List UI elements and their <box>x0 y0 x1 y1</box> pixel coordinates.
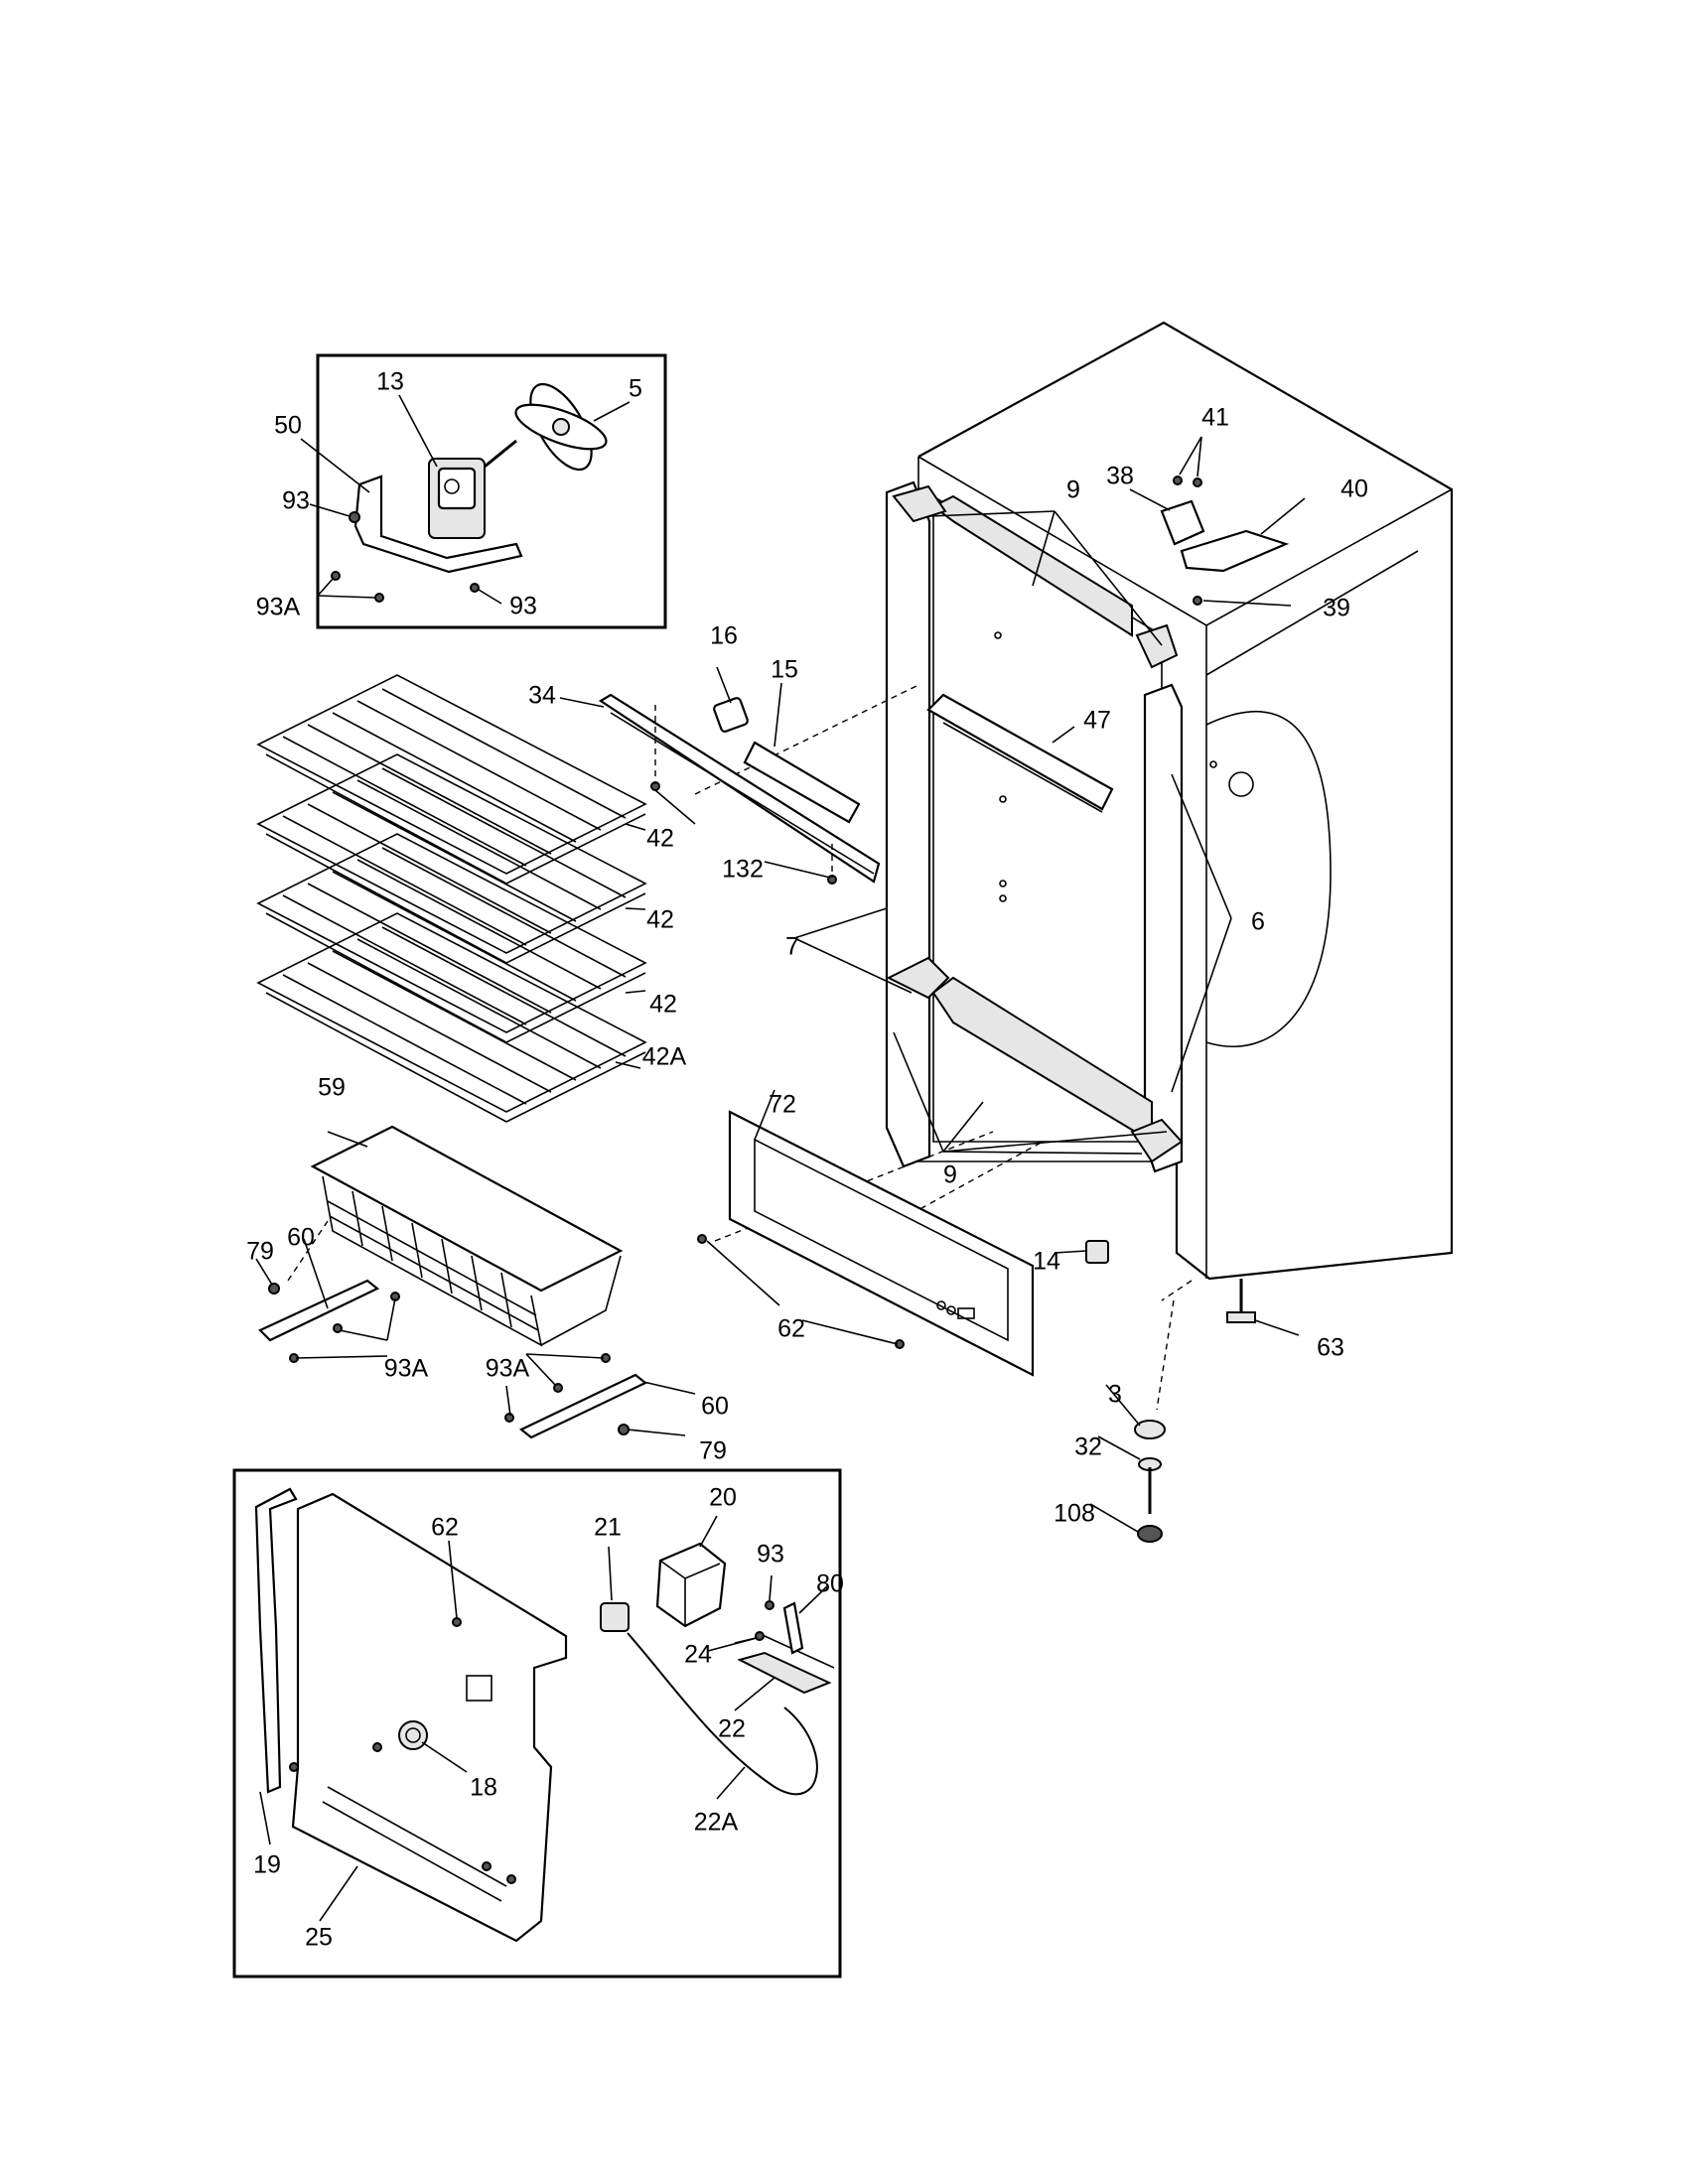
part-label-24: 24 <box>684 1641 712 1669</box>
part-label-6: 6 <box>1251 908 1265 936</box>
part-label-42: 42 <box>649 991 677 1019</box>
part-label-19: 19 <box>253 1851 281 1879</box>
part-label-80: 80 <box>816 1570 844 1598</box>
shelf-3 <box>256 833 647 1043</box>
part-label-16: 16 <box>710 622 738 650</box>
fan-motor-inset <box>300 353 667 629</box>
part-label-93: 93 <box>509 593 537 620</box>
part-label-79: 79 <box>699 1437 727 1465</box>
part-label-42: 42 <box>646 825 674 853</box>
part-label-63: 63 <box>1317 1334 1344 1362</box>
shelf-2 <box>256 753 647 964</box>
part-label-93a: 93A <box>486 1355 530 1383</box>
part-label-34: 34 <box>528 682 556 710</box>
part-label-93a: 93A <box>384 1355 429 1383</box>
basket <box>287 1125 624 1347</box>
shelf-1 <box>256 674 647 885</box>
part-label-39: 39 <box>1323 595 1350 622</box>
part-label-60: 60 <box>701 1393 729 1421</box>
part-label-22: 22 <box>718 1715 746 1743</box>
part-label-79: 79 <box>246 1238 274 1266</box>
wire-shelves <box>256 674 647 1123</box>
part-label-18: 18 <box>470 1774 497 1802</box>
part-label-20: 20 <box>709 1484 737 1512</box>
part-label-42: 42 <box>646 906 674 934</box>
part-label-40: 40 <box>1340 476 1368 503</box>
part-label-41: 41 <box>1201 404 1229 432</box>
part-label-72: 72 <box>769 1091 796 1119</box>
part-label-15: 15 <box>771 656 798 684</box>
shelf-4 <box>256 912 647 1123</box>
part-label-42a: 42A <box>642 1043 687 1071</box>
part-label-13: 13 <box>376 368 404 396</box>
part-label-93: 93 <box>282 487 310 515</box>
part-label-3: 3 <box>1108 1381 1122 1409</box>
part-label-50: 50 <box>274 412 302 440</box>
part-label-7: 7 <box>785 933 799 961</box>
part-label-9: 9 <box>943 1161 957 1189</box>
part-label-132: 132 <box>722 856 764 884</box>
part-label-25: 25 <box>305 1924 333 1952</box>
part-label-32: 32 <box>1074 1433 1102 1461</box>
part-label-62: 62 <box>431 1514 459 1542</box>
kickplate <box>697 1089 1035 1377</box>
part-label-93: 93 <box>757 1541 784 1569</box>
part-label-60: 60 <box>287 1224 315 1252</box>
part-label-93a: 93A <box>256 594 301 621</box>
part-label-9: 9 <box>1066 477 1080 504</box>
switch-and-levelers <box>1054 1240 1300 1543</box>
part-number-labels: 13 5 50 93 93A 93 41 9 38 40 39 16 15 34… <box>246 368 1368 1952</box>
part-label-21: 21 <box>594 1514 622 1542</box>
evaporator-parts <box>559 666 1075 885</box>
part-label-5: 5 <box>629 375 642 403</box>
part-label-47: 47 <box>1083 707 1111 735</box>
machine-compartment-inset <box>232 1468 842 1979</box>
part-label-62: 62 <box>777 1315 805 1343</box>
cabinet <box>694 321 1454 1411</box>
basket-slides <box>255 1238 696 1439</box>
part-label-59: 59 <box>318 1074 346 1102</box>
part-label-38: 38 <box>1106 463 1134 490</box>
part-label-22a: 22A <box>694 1809 739 1837</box>
part-label-108: 108 <box>1054 1500 1095 1528</box>
part-label-14: 14 <box>1033 1248 1060 1276</box>
